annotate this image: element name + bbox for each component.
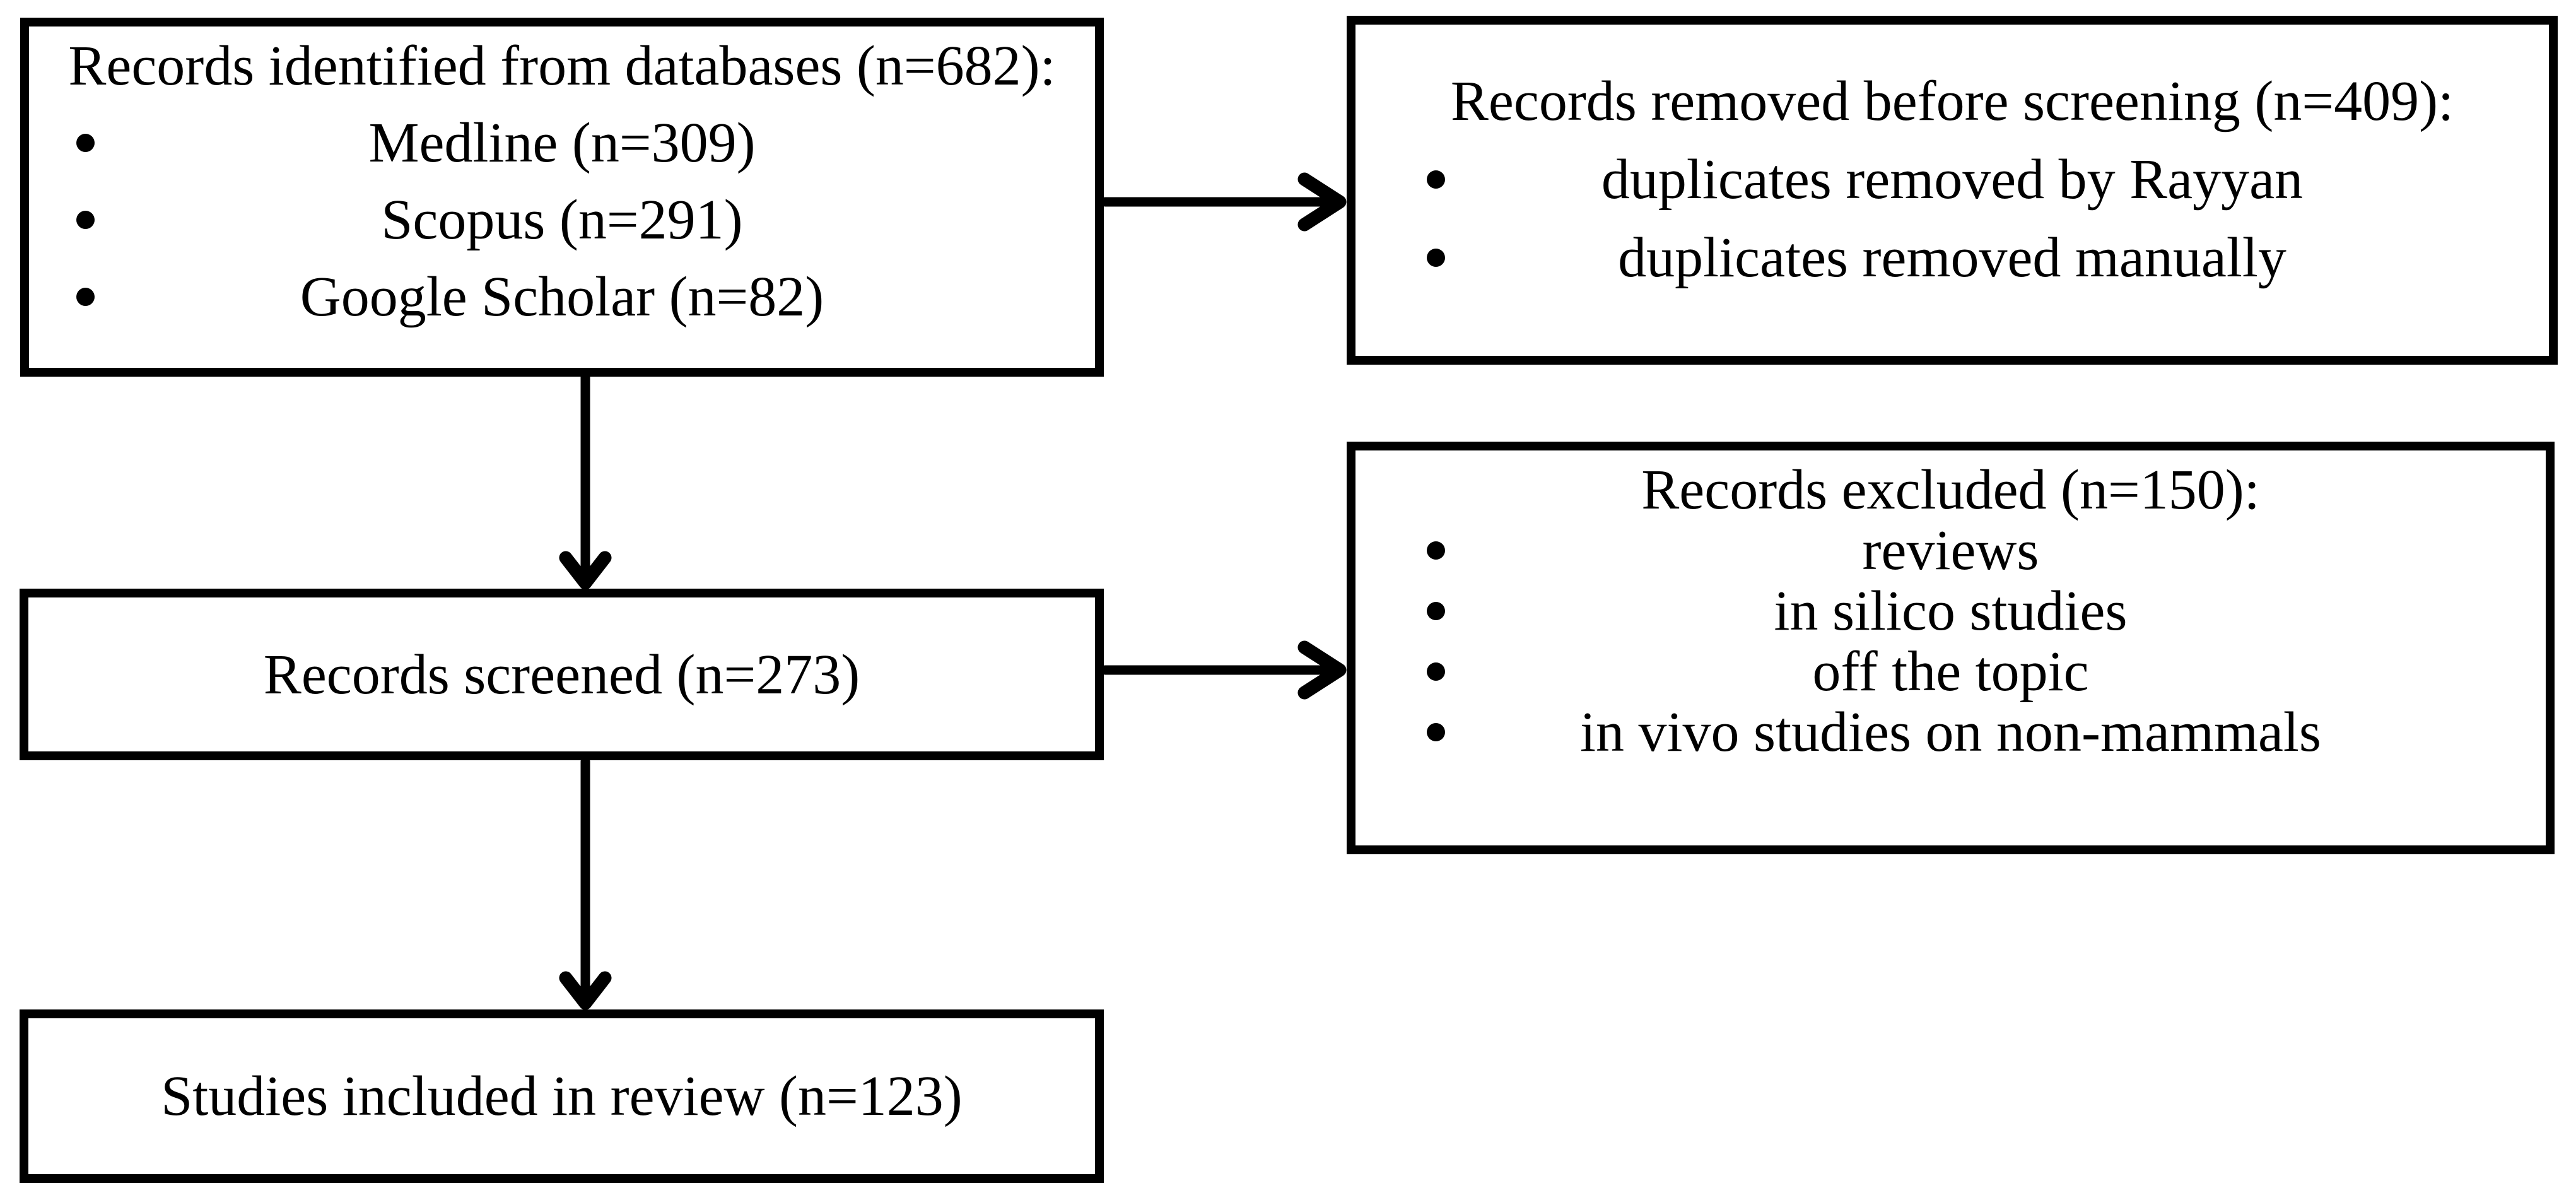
list-item-text: Google Scholar (n=82) xyxy=(300,266,824,328)
list-item: Scopus (n=291) xyxy=(29,182,1095,259)
box-title: Records excluded (n=150): xyxy=(1641,459,2260,521)
bullet-icon xyxy=(1427,541,1445,560)
arrow-screened-to-included xyxy=(559,756,612,1010)
bullet-icon xyxy=(1427,662,1445,681)
bullet-icon xyxy=(76,288,95,306)
bullet-icon xyxy=(1427,249,1445,267)
list-item-text: duplicates removed by Rayyan xyxy=(1601,148,2304,211)
bullet-icon xyxy=(1427,723,1445,741)
box-records-removed: Records removed before screening (n=409)… xyxy=(1347,16,2558,365)
list-item-text: duplicates removed manually xyxy=(1618,226,2286,289)
list-item-text: off the topic xyxy=(1812,640,2089,703)
list-item-text: reviews xyxy=(1862,519,2039,582)
arrow-screened-to-excluded xyxy=(1100,640,1347,700)
box-title: Studies included in review (n=123) xyxy=(161,1065,963,1127)
bullet-icon xyxy=(76,211,95,229)
arrow-identified-to-removed xyxy=(1100,172,1347,232)
bullet-icon xyxy=(76,134,95,152)
box-records-identified: Records identified from databases (n=682… xyxy=(20,18,1104,377)
list-item: Google Scholar (n=82) xyxy=(29,259,1095,336)
list-item-text: in vivo studies on non-mammals xyxy=(1580,701,2321,763)
arrow-identified-to-screened xyxy=(559,368,612,590)
list-item-text: Scopus (n=291) xyxy=(381,189,743,251)
box-records-excluded: Records excluded (n=150): reviews in sil… xyxy=(1347,442,2555,854)
list-item: in vivo studies on non-mammals xyxy=(1355,702,2546,763)
list-item-text: Medline (n=309) xyxy=(368,112,756,174)
box-records-screened: Records screened (n=273) xyxy=(20,589,1104,760)
list-item: off the topic xyxy=(1355,642,2546,702)
box-title: Records identified from databases (n=682… xyxy=(68,35,1056,97)
list-item: duplicates removed manually xyxy=(1355,219,2549,297)
box-studies-included: Studies included in review (n=123) xyxy=(20,1009,1104,1183)
box-title: Records removed before screening (n=409)… xyxy=(1450,70,2454,132)
bullet-icon xyxy=(1427,602,1445,620)
bullet-icon xyxy=(1427,170,1445,189)
list-item: reviews xyxy=(1355,521,2546,581)
list-item-text: in silico studies xyxy=(1774,580,2128,642)
list-item: duplicates removed by Rayyan xyxy=(1355,141,2549,219)
box-title: Records screened (n=273) xyxy=(263,643,860,706)
list-item: Medline (n=309) xyxy=(29,105,1095,182)
list-item: in silico studies xyxy=(1355,581,2546,642)
